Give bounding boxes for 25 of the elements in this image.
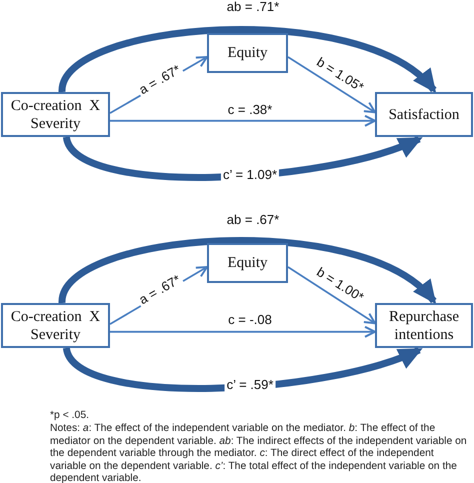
arrow — [288, 56, 376, 114]
variable-box — [375, 303, 473, 348]
thick-curved-arrow — [58, 26, 437, 94]
variable-box — [1, 92, 110, 137]
node-label: Satisfaction — [388, 106, 460, 124]
edge-label: c = -.08 — [226, 312, 274, 328]
node-label: Equity — [228, 254, 268, 272]
node-label: Equity — [228, 44, 268, 62]
edge-label: c’ = .59* — [224, 378, 276, 392]
arrow — [288, 266, 376, 324]
node-label: Co-creation X Severity — [10, 308, 102, 344]
edge-label: ab = .67* — [224, 212, 282, 228]
arrow — [110, 114, 376, 127]
node-label: Repurchase intentions — [388, 308, 460, 344]
arrow — [110, 326, 376, 338]
edge-label: ab = .71* — [224, 0, 282, 14]
edge-label: c’ = 1.09* — [220, 168, 280, 182]
variable-box — [1, 303, 110, 348]
edge-label: c = .38* — [226, 102, 274, 118]
node-label: Co-creation X Severity — [10, 96, 102, 132]
significance-note: *p < .05. — [50, 410, 90, 423]
variable-box — [375, 92, 473, 137]
variable-box — [207, 243, 288, 283]
variable-box — [207, 33, 288, 73]
thick-curved-arrow — [58, 237, 437, 304]
